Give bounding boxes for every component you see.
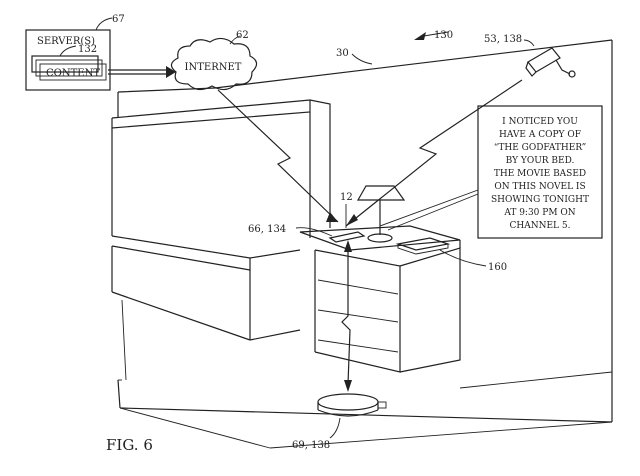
- bubble-line: ON THIS NOVEL IS: [494, 182, 585, 192]
- device-ref-label: 66, 134: [248, 224, 286, 235]
- robot-vacuum: [317, 393, 387, 417]
- bubble-line: BY YOUR BED.: [506, 156, 575, 166]
- server-ref-label: 67: [112, 14, 125, 25]
- internet-device-link: [217, 89, 339, 223]
- book-ref-label: 160: [488, 262, 507, 273]
- smart-device: [328, 231, 366, 243]
- view-ref-label: 130: [434, 30, 453, 41]
- lamp-ref-label: 12: [340, 192, 353, 203]
- room-ref-label: 30: [336, 48, 349, 59]
- room-walls: [117, 39, 613, 449]
- bed: [111, 99, 331, 381]
- bubble-line: “THE GODFATHER”: [494, 142, 586, 153]
- bubble-line: I NOTICED YOU: [502, 117, 578, 127]
- server-box: [25, 29, 111, 91]
- lamp: [356, 185, 406, 243]
- internet-ref-label: 62: [236, 30, 249, 41]
- bubble-line: AT 9:30 PM ON: [503, 208, 575, 218]
- camera: [525, 47, 576, 78]
- device-robot-link: [341, 240, 352, 392]
- book: [395, 237, 451, 255]
- camera-device-link: [345, 79, 523, 227]
- content-ref-label: 132: [78, 44, 97, 55]
- bubble-line: CHANNEL 5.: [510, 221, 571, 231]
- bubble-line: HAVE A COPY OF: [499, 130, 581, 140]
- camera-ref-label: 53, 138: [484, 34, 522, 45]
- internet-label: INTERNET: [185, 62, 242, 73]
- robot-ref-label: 69, 138: [292, 440, 330, 451]
- leader-lines: [59, 17, 535, 439]
- internet-cloud: [170, 37, 258, 91]
- server-label: SERVER(S): [37, 36, 95, 47]
- figure-label: FIG. 6: [106, 436, 153, 454]
- nightstand: [299, 225, 461, 373]
- server-internet-link: [108, 66, 176, 78]
- bubble-line: SHOWING TONIGHT: [491, 195, 589, 205]
- labels: 67 SERVER(S) 132 CONTENT 62 INTERNET 30 …: [37, 14, 522, 454]
- content-label: CONTENT: [46, 68, 100, 79]
- bubble-line: THE MOVIE BASED: [494, 169, 586, 179]
- speech-bubble: I NOTICED YOU HAVE A COPY OF “THE GODFAT…: [379, 105, 603, 239]
